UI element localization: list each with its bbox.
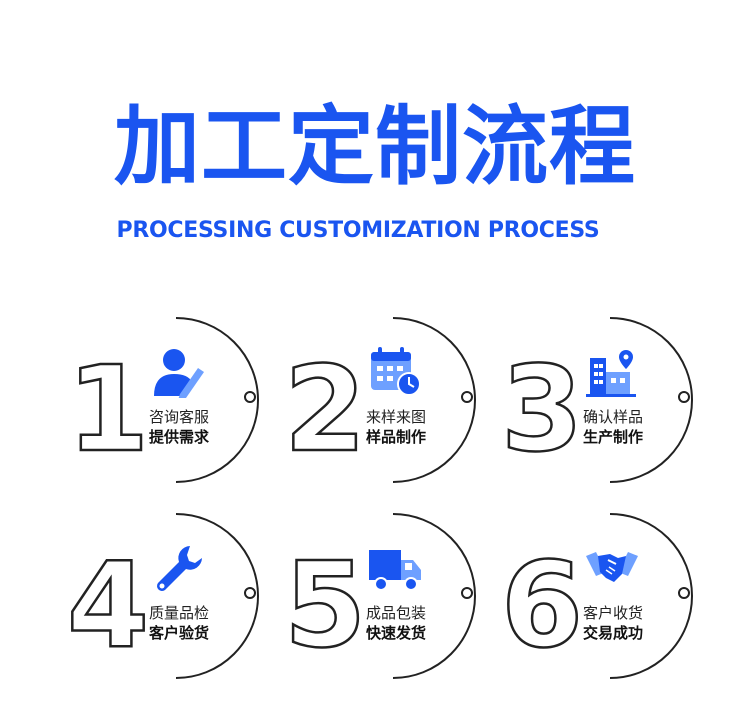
step-number: 4 bbox=[67, 536, 149, 674]
wrench-icon bbox=[157, 546, 202, 591]
process-step-2: 2 来样来图 样品制作 bbox=[275, 316, 495, 486]
step-number: 1 bbox=[67, 340, 149, 478]
step-frame: 3 bbox=[500, 317, 693, 483]
handshake-icon bbox=[586, 552, 638, 582]
step-label-line1: 质量品检 bbox=[148, 604, 209, 622]
factory-location-icon bbox=[586, 350, 636, 397]
delivery-truck-icon bbox=[369, 550, 421, 591]
step-frame: 6 bbox=[500, 513, 693, 679]
step-label-line1: 客户收货 bbox=[582, 604, 643, 622]
step-number: 3 bbox=[501, 340, 583, 478]
step-frame: 4 bbox=[66, 513, 259, 679]
step-number: 2 bbox=[284, 340, 366, 478]
step-label-line2: 交易成功 bbox=[582, 624, 643, 642]
step-label-line1: 确认样品 bbox=[582, 408, 643, 426]
step-frame: 2 bbox=[283, 317, 476, 483]
process-step-3: 3 确认样品 生产制作 bbox=[492, 316, 712, 486]
process-step-1: 1 咨询客服 提供需求 bbox=[58, 316, 278, 486]
step-frame: 1 bbox=[66, 317, 259, 483]
step-number: 5 bbox=[284, 536, 366, 674]
step-label-line2: 样品制作 bbox=[365, 428, 426, 446]
step-label-line2: 生产制作 bbox=[582, 428, 643, 446]
process-step-5: 5 成品包装 快速发货 bbox=[275, 512, 495, 682]
page-subtitle: PROCESSING CUSTOMIZATION PROCESS bbox=[116, 218, 600, 243]
step-number: 6 bbox=[501, 536, 583, 674]
step-label-line1: 咨询客服 bbox=[148, 408, 209, 426]
step-frame: 5 bbox=[283, 513, 476, 679]
step-label-line1: 来样来图 bbox=[365, 408, 426, 426]
step-label-line2: 快速发货 bbox=[365, 624, 426, 642]
process-step-6: 6 客户收货 交易成功 bbox=[492, 512, 712, 682]
step-label-line2: 客户验货 bbox=[148, 624, 209, 642]
process-step-4: 4 质量品检 客户验货 bbox=[58, 512, 278, 682]
calendar-clock-icon bbox=[371, 347, 421, 396]
step-label-line1: 成品包装 bbox=[365, 604, 426, 622]
customer-service-person-icon bbox=[154, 349, 204, 398]
step-label-line2: 提供需求 bbox=[148, 428, 209, 446]
page-title: 加工定制流程 bbox=[114, 97, 636, 197]
